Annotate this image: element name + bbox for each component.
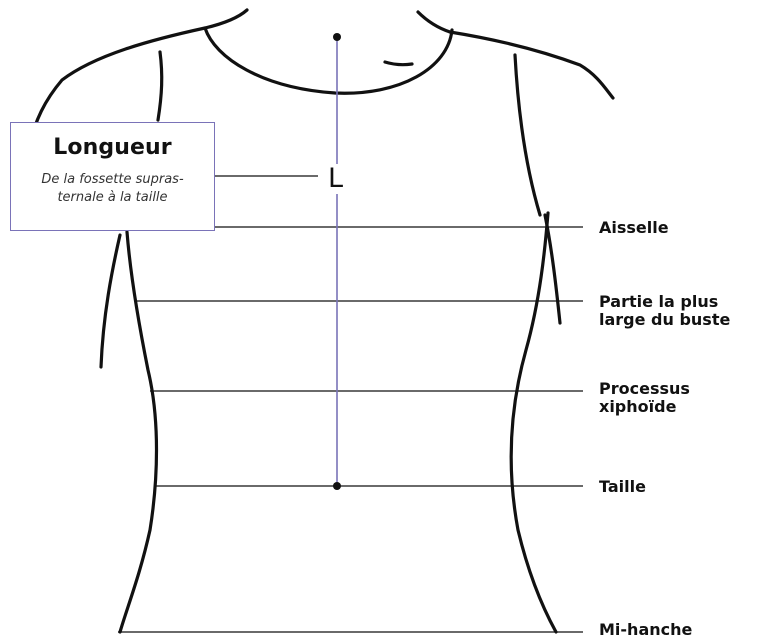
bottom-measure-dot <box>333 482 341 490</box>
callout-title: Longueur <box>11 135 214 160</box>
hip-label: Mi-hanche <box>599 621 692 639</box>
armpit-label: Aisselle <box>599 219 669 237</box>
left-body-line <box>120 232 157 632</box>
bust-label: Partie la plus large du buste <box>599 293 730 329</box>
neck-left-line <box>205 10 247 28</box>
xiphoid-label: Processus xiphoïde <box>599 380 690 416</box>
torso-outline <box>28 10 613 632</box>
callout-description: De la fossette supras- ternale à la tail… <box>11 171 214 207</box>
length-dimension-label: L <box>326 164 345 194</box>
clavicle-mark <box>385 62 412 65</box>
neck-right-line <box>418 12 450 32</box>
right-strap-line <box>515 55 540 215</box>
length-callout-box: Longueur De la fossette supras- ternale … <box>10 122 215 231</box>
waist-label: Taille <box>599 478 646 496</box>
right-shoulder-line <box>450 32 613 98</box>
collar-line <box>205 28 452 93</box>
right-body-line <box>511 213 556 632</box>
left-arm-line <box>101 235 120 367</box>
left-strap-line <box>158 52 162 120</box>
top-measure-dot <box>333 33 341 41</box>
